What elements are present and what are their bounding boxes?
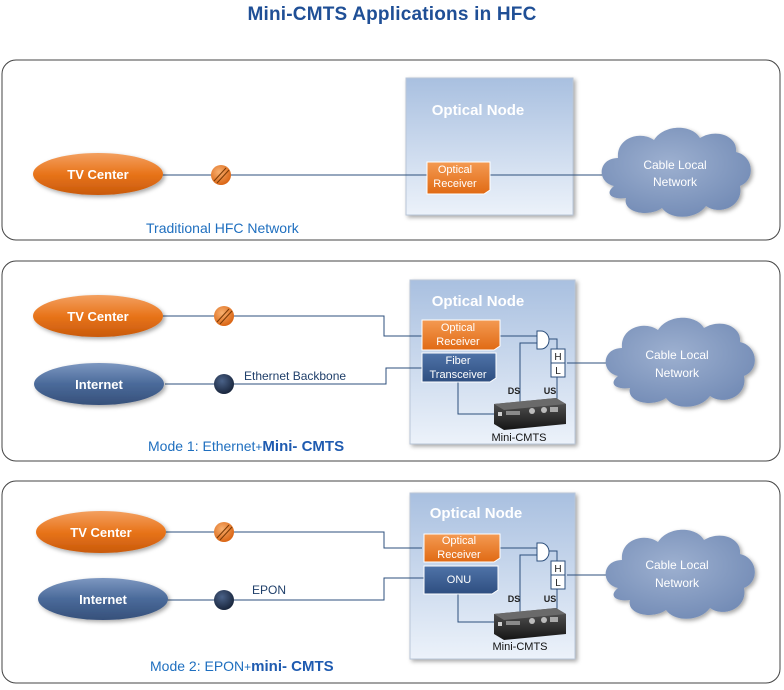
tv-center-label: TV Center: [67, 167, 128, 182]
internet-node: [34, 363, 164, 405]
optical-receiver-box: Optical Receiver: [421, 319, 501, 351]
cloud-label-line2: Network: [655, 576, 700, 590]
cloud-label-line1: Cable Local: [645, 558, 708, 572]
us-label: US: [544, 386, 557, 396]
caption-traditional: Traditional HFC Network: [146, 220, 299, 236]
optical-receiver-line2: Receiver: [436, 336, 480, 348]
tv-center-node: [33, 295, 163, 337]
cable-network-cloud: [605, 529, 755, 619]
optical-receiver-box: Optical Receiver: [426, 161, 491, 195]
caption-mode-1-prefix: Mode 1: Ethernet: [148, 438, 256, 454]
fiber-connector-icon: [214, 522, 234, 542]
mini-cmts-label: Mini-CMTS: [492, 432, 547, 444]
mini-cmts-device-icon: [494, 608, 566, 640]
ds-label: DS: [508, 594, 521, 604]
panel-frame: [1, 59, 781, 241]
link-label: EPON: [252, 583, 286, 597]
optical-node-label: Optical Node: [432, 102, 525, 119]
internet-label: Internet: [79, 592, 127, 607]
transceiver-line1: Fiber: [445, 355, 470, 367]
tv-center-node: [36, 511, 166, 553]
fiber-connector-icon: [214, 306, 234, 326]
caption-mode-2-plus: +: [244, 660, 252, 674]
ds-line: [519, 554, 537, 614]
filter-high-label: H: [554, 352, 561, 363]
caption-mode-1-plus: +: [255, 440, 263, 454]
optical-receiver-line2: Receiver: [437, 549, 481, 561]
caption-mode-1: Mode 1: Ethernet+Mini- CMTS: [148, 438, 344, 455]
optical-receiver-line1: Optical: [438, 164, 472, 176]
ethernet-connector-icon: [214, 374, 234, 394]
panel-mode-2: Optical Node TV Center Internet EPON Opt…: [1, 480, 781, 684]
mini-cmts-device-icon: [494, 398, 566, 430]
page-title: Mini-CMTS Applications in HFC: [247, 4, 537, 25]
cloud-label-line1: Cable Local: [643, 158, 706, 172]
us-label: US: [544, 594, 557, 604]
diplex-filter: H L: [550, 348, 566, 378]
optical-node-label: Optical Node: [432, 293, 525, 310]
fiber-connector-icon: [211, 165, 231, 185]
combiner-to-filter-line: [547, 550, 558, 561]
optical-receiver-line1: Optical: [441, 322, 475, 334]
cloud-label-line2: Network: [653, 175, 698, 189]
diplex-filter: H L: [550, 560, 566, 590]
tv-center-label: TV Center: [67, 309, 128, 324]
caption-mode-2-prefix: Mode 2: EPON: [150, 658, 245, 674]
combiner-icon: [536, 330, 550, 350]
internet-node: [38, 578, 168, 620]
fiber-line: [165, 531, 422, 549]
epon-line: [165, 577, 424, 601]
onu-label: ONU: [447, 574, 472, 586]
combiner-icon: [536, 542, 550, 562]
ds-label: DS: [508, 386, 521, 396]
cloud-label-line2: Network: [655, 366, 700, 380]
filter-low-label: L: [555, 366, 561, 377]
caption-mode-1-bold: Mini- CMTS: [262, 438, 345, 455]
combiner-to-filter-line: [547, 338, 558, 349]
internet-label: Internet: [75, 377, 123, 392]
filter-low-label: L: [555, 578, 561, 589]
panel-traditional-hfc: Optical Node TV Center Optical Receiver …: [1, 59, 781, 241]
optical-receiver-box: Optical Receiver: [423, 533, 501, 563]
mini-cmts-label: Mini-CMTS: [493, 641, 548, 653]
optical-receiver-line2: Receiver: [433, 178, 477, 190]
onu-to-cmts-line: [457, 594, 498, 623]
ds-line: [519, 342, 537, 404]
panel-mode-1: Optical Node TV Center Internet Ethernet…: [1, 260, 781, 462]
ethernet-line: [165, 367, 422, 385]
cloud-label-line1: Cable Local: [645, 348, 708, 362]
fiber-transceiver-box: Fiber Transceiver: [421, 352, 497, 383]
cable-network-cloud: [605, 317, 755, 407]
tv-center-node: [33, 153, 163, 195]
fiber-line: [160, 315, 422, 337]
caption-mode-2: Mode 2: EPON+mini- CMTS: [150, 658, 334, 675]
tv-center-label: TV Center: [70, 525, 131, 540]
link-label: Ethernet Backbone: [244, 369, 346, 383]
transceiver-line2: Transceiver: [429, 369, 486, 381]
onu-box: ONU: [423, 565, 499, 595]
epon-connector-icon: [214, 590, 234, 610]
cable-network-cloud: [601, 127, 751, 217]
caption-mode-2-bold: mini- CMTS: [251, 658, 334, 675]
panel-frame: [1, 260, 781, 462]
transceiver-to-cmts-line: [457, 382, 498, 415]
optical-receiver-line1: Optical: [442, 535, 476, 547]
optical-node-label: Optical Node: [430, 505, 523, 522]
filter-high-label: H: [554, 564, 561, 575]
